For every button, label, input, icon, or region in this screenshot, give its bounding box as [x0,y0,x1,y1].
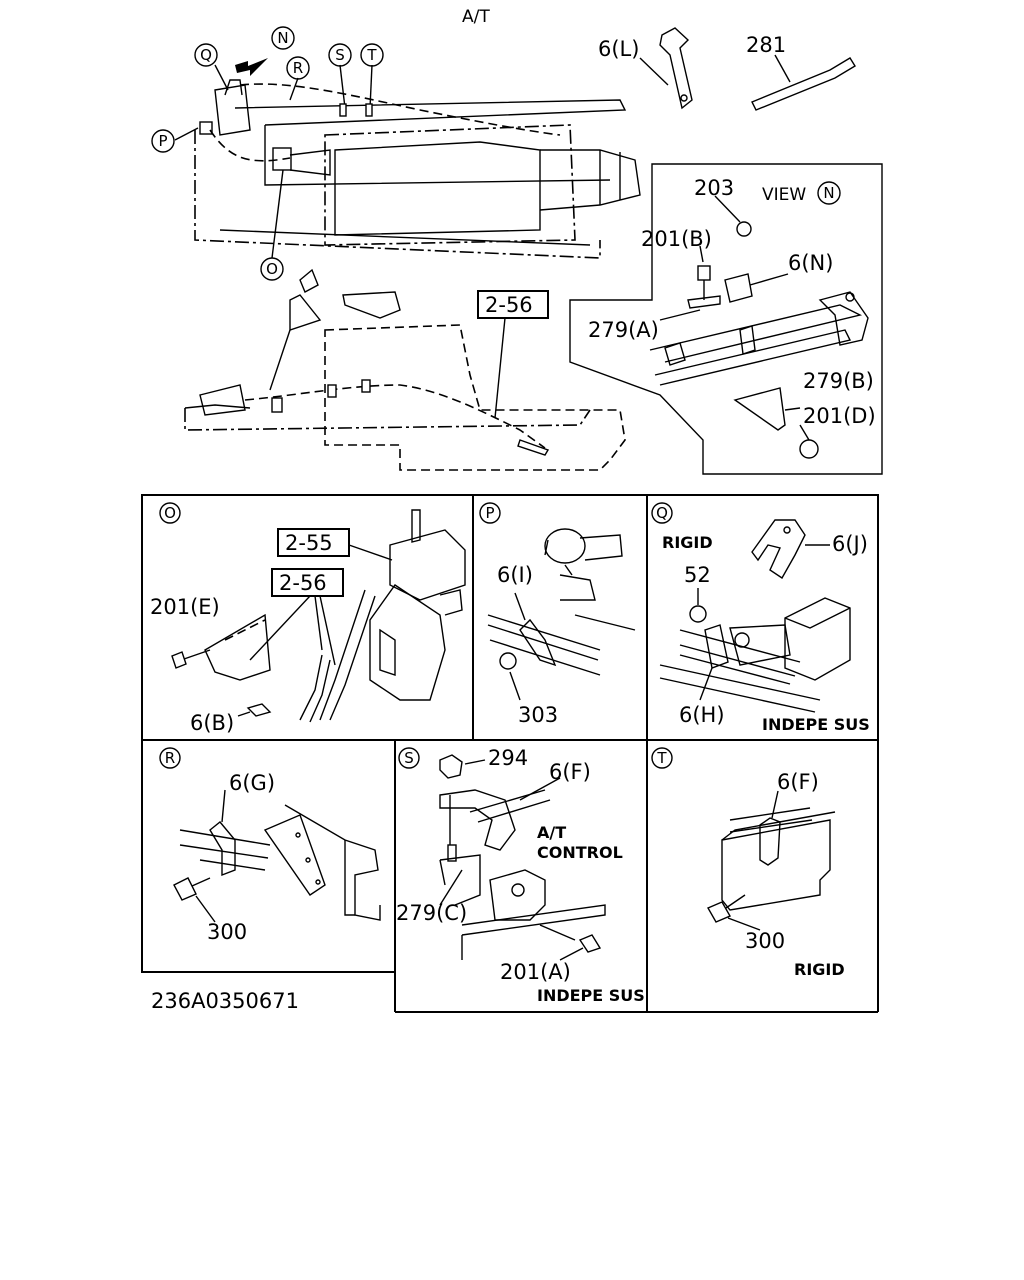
svg-text:R: R [293,59,303,77]
panel-q: Q RIGID 6(J) 52 6(H) INDEPE SUS [651,502,870,734]
panel-o: O 2-55 2-56 201(E) 6(B) [150,502,466,735]
svg-text:Q: Q [200,46,212,64]
svg-text:O: O [164,504,176,522]
transmission-side-view [184,268,626,471]
svg-text:RIGID: RIGID [662,533,713,552]
svg-text:203: 203 [694,176,734,200]
svg-text:201(B): 201(B) [641,227,712,251]
svg-text:6(G): 6(G) [229,771,275,795]
callout-n: N [271,26,295,50]
panel-r: R 6(G) 300 [159,747,381,944]
svg-text:RIGID: RIGID [794,960,845,979]
svg-text:201(E): 201(E) [150,595,220,619]
panel-s: S 294 6(F) A/T CONTROL 279(C) 201(A) IND… [396,746,645,1005]
svg-text:279(C): 279(C) [396,901,467,925]
panel-p: P 6(I) 303 [479,502,636,727]
panel-t: T 6(F) 300 RIGID [651,747,845,979]
svg-text:6(L): 6(L) [598,37,639,61]
svg-text:279(B): 279(B) [803,369,874,393]
view-n-box: VIEW N 203 201(B) 6(N) 279(A) 279(B) 201… [569,163,883,475]
svg-text:Q: Q [656,504,668,522]
svg-text:6(H): 6(H) [679,703,725,727]
callout-s: S [328,43,352,67]
callout-p: P [151,129,175,153]
part-281-cable-tie: 281 [746,33,856,111]
svg-text:INDEPE SUS: INDEPE SUS [537,986,645,1005]
callout-t: T [360,43,384,67]
svg-text:S: S [335,46,345,64]
svg-text:2-55: 2-55 [285,531,333,555]
svg-text:O: O [266,260,278,278]
figure-id: 236A0350671 [151,989,299,1013]
callout-q: Q [194,43,218,67]
svg-text:P: P [158,132,167,150]
svg-text:6(F): 6(F) [777,770,819,794]
callout-o: O [260,257,284,281]
ref-box-2-56-top: 2-56 [477,290,549,319]
svg-text:201(D): 201(D) [803,404,876,428]
svg-text:S: S [404,749,414,767]
svg-text:T: T [366,46,377,64]
svg-text:6(J): 6(J) [832,532,868,556]
diagram-title: A/T [462,7,490,27]
svg-text:R: R [165,749,175,767]
part-6l-clip: 6(L) [598,27,693,110]
callout-r: R [286,56,310,80]
svg-text:279(A): 279(A) [588,318,659,342]
svg-text:6(I): 6(I) [497,563,533,587]
svg-text:N: N [277,29,288,47]
svg-text:201(A): 201(A) [500,960,571,984]
svg-text:303: 303 [518,703,558,727]
svg-text:A/T: A/T [537,823,566,842]
svg-text:N: N [823,184,834,202]
transmission-frame-overview [174,58,641,259]
svg-text:6(B): 6(B) [190,711,234,735]
svg-text:294: 294 [488,746,528,770]
svg-text:6(F): 6(F) [549,760,591,784]
detail-grid [141,494,879,1013]
svg-text:52: 52 [684,563,711,587]
svg-text:6(N): 6(N) [788,251,833,275]
svg-text:2-56: 2-56 [279,571,327,595]
svg-text:CONTROL: CONTROL [537,843,623,862]
svg-text:P: P [485,504,494,522]
svg-text:VIEW: VIEW [762,185,806,205]
svg-text:INDEPE SUS: INDEPE SUS [762,715,870,734]
svg-text:2-56: 2-56 [485,293,533,317]
svg-text:300: 300 [745,929,785,953]
svg-text:T: T [656,749,667,767]
svg-text:281: 281 [746,33,786,57]
svg-text:300: 300 [207,920,247,944]
